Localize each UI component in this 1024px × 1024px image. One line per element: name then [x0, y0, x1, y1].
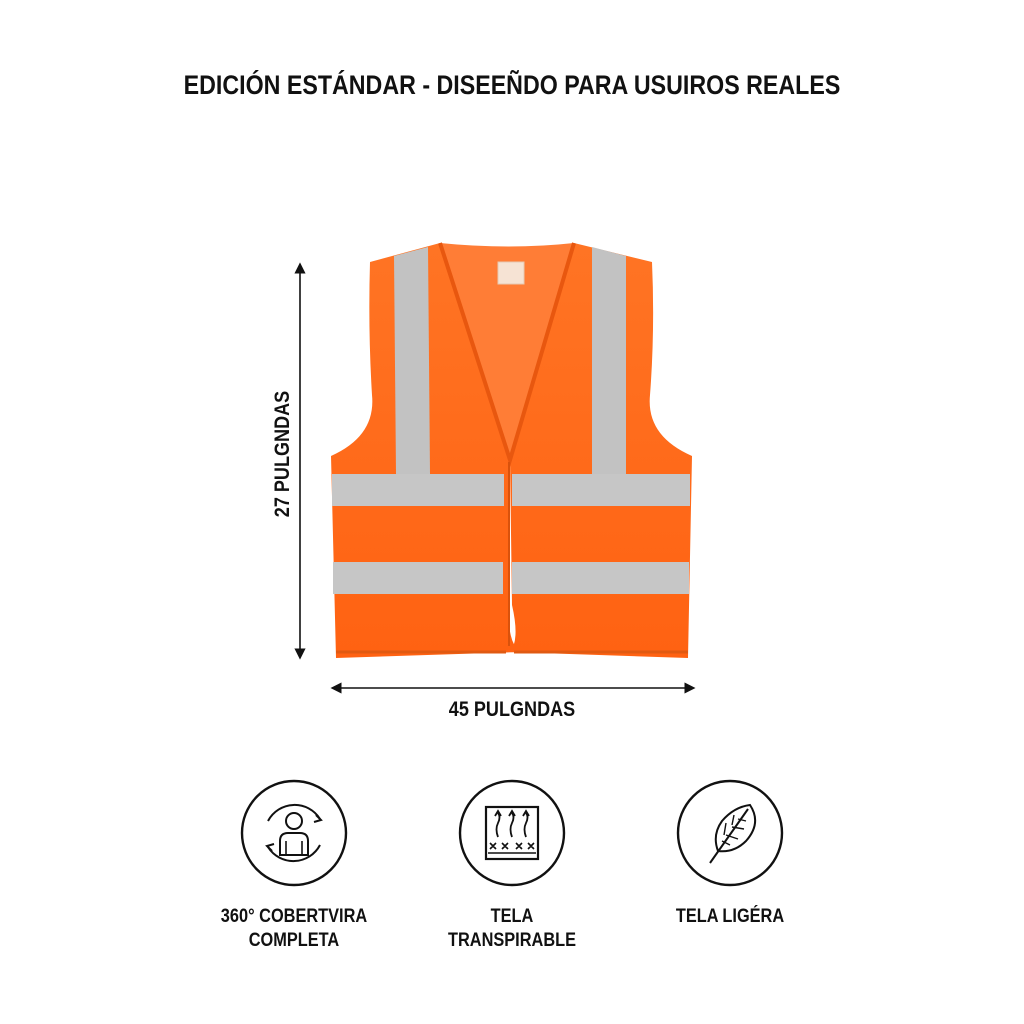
reflective-stripe-right: [592, 247, 626, 474]
vest-neck-label: [497, 261, 525, 285]
width-dimension-label: 45 PULGNDAS: [448, 698, 576, 721]
breathable-fabric-icon: [458, 779, 566, 887]
reflective-stripe-left: [394, 247, 430, 474]
reflective-band-upper-left: [332, 474, 504, 506]
feature-breathable-fabric: TELA TRANSPIRABLE: [412, 775, 612, 953]
feature-label: TELA TRANSPIRABLE: [447, 906, 577, 951]
feature-360-coverage: 360° COBERTVIRA COMPLETA: [194, 775, 394, 953]
reflective-band-lower-left: [333, 562, 503, 594]
page-title: EDICIÓN ESTÁNDAR - DISEEÑDO PARA USUIROS…: [183, 70, 841, 100]
reflective-band-lower-right: [512, 562, 689, 594]
feature-list: 360° COBERTVIRA COMPLETA TELA TRANSPIRAB…: [0, 775, 1024, 975]
feature-label: 360° COBERTVIRA COMPLETA: [220, 906, 368, 951]
person-360-icon: [240, 779, 348, 887]
height-dimension-label: 27 PULGNDAS: [271, 390, 294, 518]
safety-vest: [331, 242, 692, 658]
reflective-band-upper-right: [512, 474, 690, 506]
feature-lightweight-fabric: TELA LIGÉRA: [630, 775, 830, 929]
feather-icon: [676, 779, 784, 887]
vest-back-inside: [440, 243, 574, 460]
feature-label: TELA LIGÉRA: [675, 906, 785, 927]
